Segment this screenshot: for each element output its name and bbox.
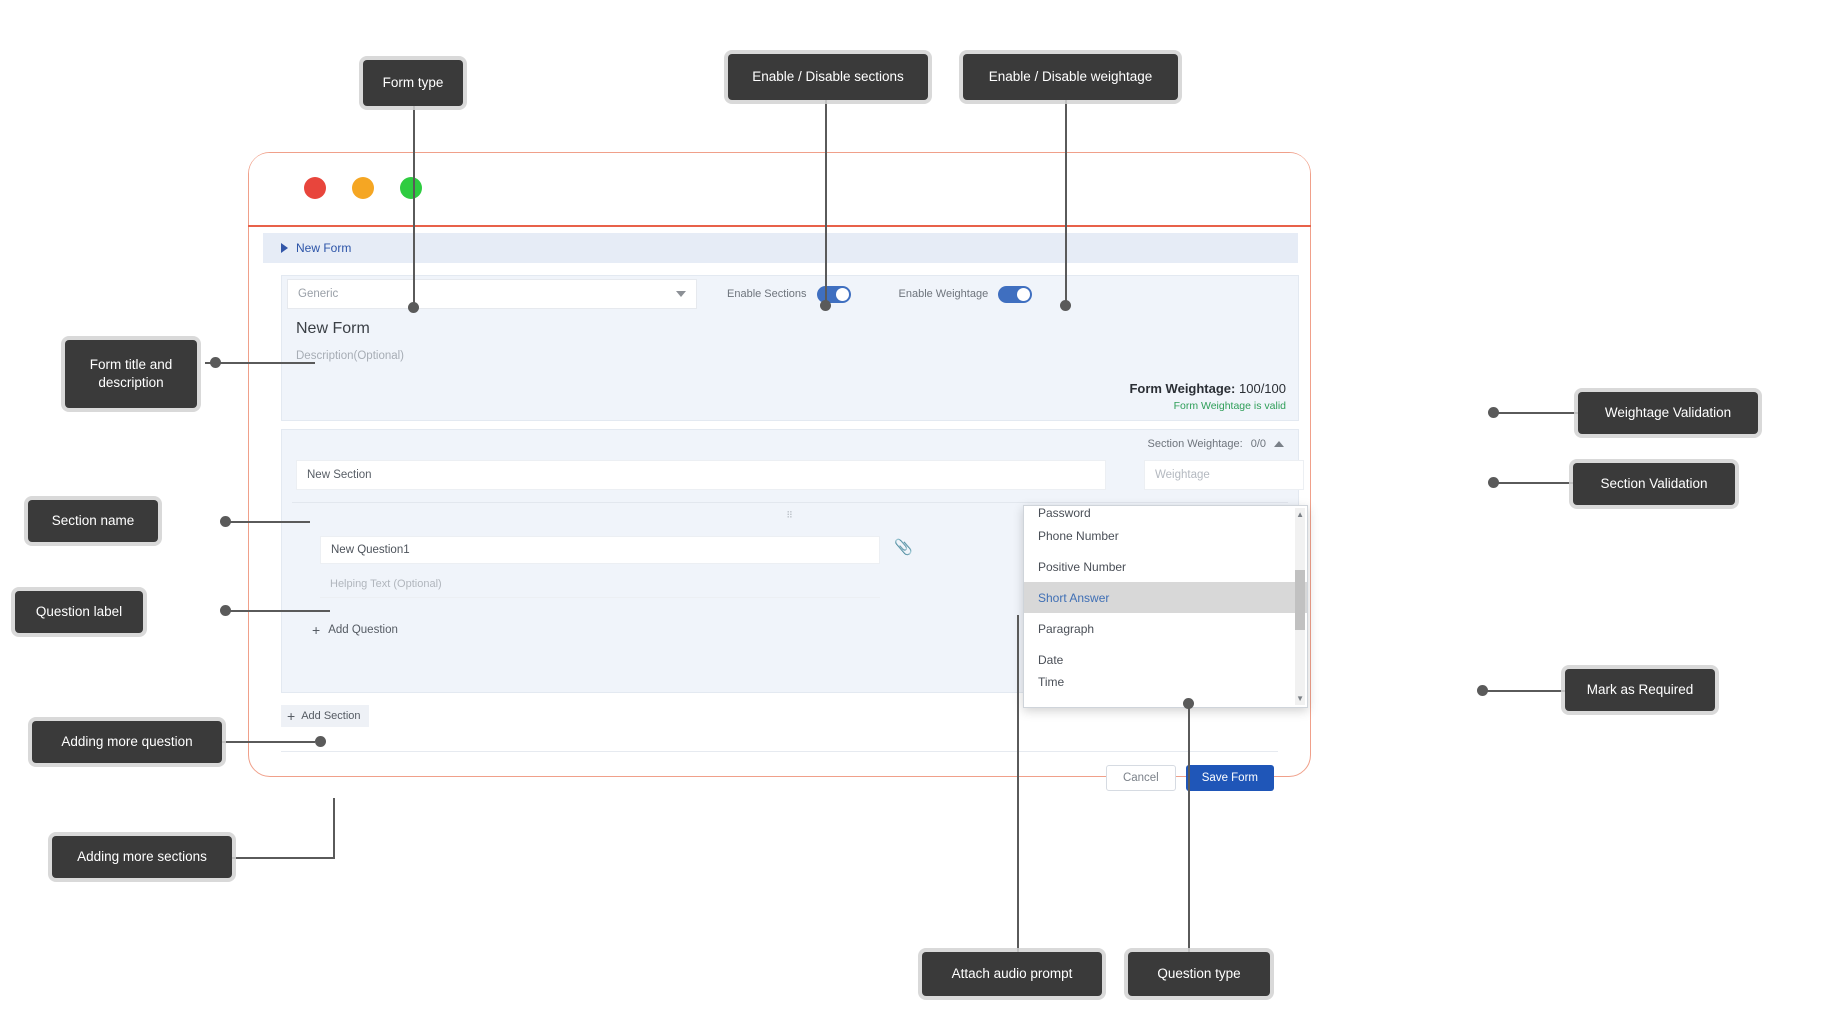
form-type-select[interactable]: Generic (287, 279, 697, 309)
traffic-lights (304, 177, 422, 199)
leader-enable-sections (825, 82, 827, 304)
section-weightage-input[interactable]: Weightage (1144, 460, 1304, 490)
add-section-label: Add Section (301, 710, 361, 722)
section-name-input[interactable]: New Section (296, 460, 1106, 490)
dropdown-item[interactable]: Time (1038, 675, 1065, 688)
drag-handle-icon[interactable]: ⠿ (786, 510, 794, 520)
knob-section-validation (1488, 477, 1499, 488)
leader-form-title (205, 362, 315, 364)
titlebar-divider (248, 225, 1311, 227)
leader-add-question (220, 741, 315, 743)
form-description-input[interactable]: Description(Optional) (296, 350, 405, 362)
chevron-up-icon[interactable] (1274, 441, 1284, 447)
callout-mark-required: Mark as Required (1565, 669, 1715, 711)
leader-section-name (225, 521, 310, 523)
leader-form-type (413, 88, 415, 307)
knob-weightage-validation (1488, 407, 1499, 418)
window-titlebar (248, 153, 1311, 227)
footer-buttons: Cancel Save Form (1105, 765, 1274, 791)
form-weightage-line: Form Weightage: 100/100 (1129, 381, 1286, 396)
section-weightage-value: 0/0 (1250, 438, 1266, 450)
maximize-icon[interactable] (400, 177, 422, 199)
form-weightage-block: Form Weightage: 100/100 Form Weightage i… (1129, 381, 1286, 412)
cancel-button[interactable]: Cancel (1105, 765, 1176, 791)
knob-form-type (408, 302, 419, 313)
enable-weightage-group: Enable Weightage (898, 285, 1033, 303)
expand-triangle-icon[interactable] (281, 243, 288, 253)
breadcrumb-label: New Form (296, 241, 352, 255)
leader-attach-audio (1017, 615, 1019, 960)
enable-weightage-label: Enable Weightage (898, 288, 989, 300)
plus-icon: + (287, 708, 296, 724)
form-weightage-label: Form Weightage: (1129, 381, 1236, 396)
callout-enable-weightage: Enable / Disable weightage (963, 54, 1178, 100)
callout-add-sections: Adding more sections (52, 836, 232, 878)
add-section-button[interactable]: + Add Section (281, 705, 369, 727)
leader-weightage-validation (1493, 412, 1581, 414)
form-type-value: Generic (298, 288, 339, 300)
close-icon[interactable] (304, 177, 326, 199)
callout-add-question: Adding more question (32, 721, 222, 763)
knob-add-question (315, 736, 326, 747)
leader-add-section-v (333, 798, 335, 858)
leader-mark-required (1482, 690, 1577, 692)
callout-form-title: Form title and description (65, 340, 197, 408)
callout-weightage-validation: Weightage Validation (1578, 392, 1758, 434)
knob-enable-weightage (1060, 300, 1071, 311)
form-type-row: Generic Enable Sections Enable Weightage (282, 276, 1298, 312)
knob-section-name (220, 516, 231, 527)
section-weightage-label: Section Weightage: (1147, 438, 1243, 450)
knob-enable-sections (820, 300, 831, 311)
form-weightage-status: Form Weightage is valid (1173, 400, 1286, 412)
leader-add-section-h (232, 857, 335, 859)
dropdown-item[interactable]: Date (1038, 652, 1064, 667)
knob-question-label (220, 605, 231, 616)
dropdown-item[interactable]: Phone Number (1038, 528, 1119, 543)
callout-enable-sections: Enable / Disable sections (728, 54, 928, 100)
leader-section-validation (1493, 482, 1575, 484)
section-weightage-block: Section Weightage: 0/0 (1147, 438, 1284, 450)
question-label-input[interactable]: New Question1 (320, 536, 880, 564)
app-window: New Form Generic Enable Sections Enable … (248, 152, 1311, 791)
enable-sections-group: Enable Sections (727, 285, 851, 303)
dropdown-item[interactable]: Password (1038, 506, 1091, 520)
form-header-card: Generic Enable Sections Enable Weightage… (281, 275, 1299, 421)
form-weightage-value: 100/100 (1239, 381, 1286, 396)
callout-question-label: Question label (15, 591, 143, 633)
callout-section-name: Section name (28, 500, 158, 542)
enable-sections-label: Enable Sections (727, 288, 807, 300)
app-body: New Form Generic Enable Sections Enable … (263, 233, 1304, 791)
chevron-down-icon (676, 291, 686, 297)
form-title-input[interactable]: New Form (296, 320, 370, 337)
leader-enable-weightage (1065, 82, 1067, 304)
section-divider (292, 502, 1288, 503)
add-question-button[interactable]: + Add Question (312, 622, 398, 638)
enable-weightage-toggle[interactable] (998, 285, 1033, 303)
dropdown-item[interactable]: Paragraph (1038, 621, 1095, 636)
callout-question-type: Question type (1128, 952, 1270, 996)
knob-form-title (210, 357, 221, 368)
minimize-icon[interactable] (352, 177, 374, 199)
dropdown-item[interactable]: Short Answer (1024, 582, 1307, 613)
knob-question-type (1183, 698, 1194, 709)
knob-mark-required (1477, 685, 1488, 696)
add-question-label: Add Question (328, 624, 398, 636)
dropdown-scrollbar-thumb[interactable] (1295, 570, 1305, 630)
plus-icon: + (312, 622, 321, 638)
leader-question-label (225, 610, 330, 612)
leader-question-type (1188, 703, 1190, 960)
breadcrumb: New Form (263, 233, 1298, 263)
caret-down-icon[interactable]: ▼ (1296, 694, 1304, 703)
question-helping-text-input[interactable]: Helping Text (Optional) (320, 570, 880, 598)
dropdown-item[interactable]: Positive Number (1038, 559, 1127, 574)
footer-divider (281, 751, 1278, 752)
callout-section-validation: Section Validation (1573, 463, 1735, 505)
caret-up-icon[interactable]: ▲ (1296, 510, 1304, 519)
callout-attach-audio: Attach audio prompt (922, 952, 1102, 996)
save-form-button[interactable]: Save Form (1185, 765, 1274, 791)
callout-form-type: Form type (363, 60, 463, 106)
paperclip-icon[interactable]: 📎 (894, 539, 913, 556)
